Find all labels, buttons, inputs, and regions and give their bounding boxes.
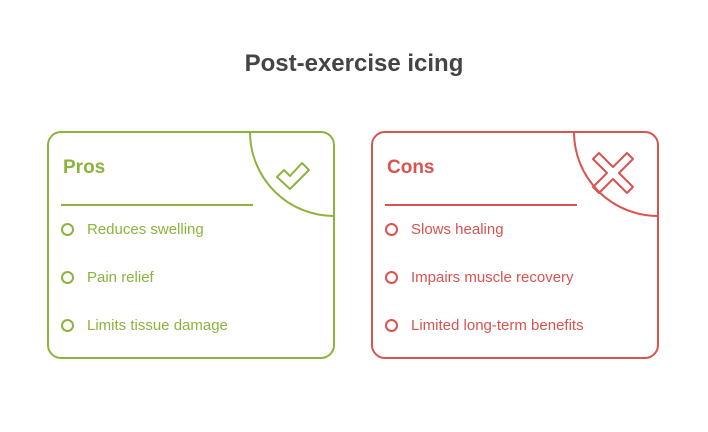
bullet-circle-icon	[385, 270, 398, 284]
cons-item-label: Slows healing	[411, 220, 504, 238]
pros-item-label: Limits tissue damage	[87, 316, 228, 334]
bullet-circle-icon	[61, 318, 74, 332]
cons-heading: Cons	[387, 157, 435, 178]
x-mark-icon	[592, 152, 634, 194]
bullet-circle-icon	[61, 270, 74, 284]
cons-card: Cons Slows healing Impairs muscle recove…	[371, 131, 659, 359]
pros-list-item: Limits tissue damage	[61, 315, 228, 335]
pros-list-item: Reduces swelling	[61, 219, 204, 239]
pros-item-label: Pain relief	[87, 268, 154, 286]
bullet-circle-icon	[385, 318, 398, 332]
pros-heading: Pros	[63, 157, 106, 178]
pros-item-label: Reduces swelling	[87, 220, 204, 238]
pros-card: Pros Reduces swelling Pain relief Limits…	[47, 131, 335, 359]
pros-divider	[61, 204, 253, 206]
bullet-circle-icon	[61, 222, 74, 236]
cons-list-item: Impairs muscle recovery	[385, 267, 574, 287]
cons-list-item: Slows healing	[385, 219, 504, 239]
pros-list-item: Pain relief	[61, 267, 154, 287]
checkmark-icon	[276, 162, 310, 190]
cons-divider	[385, 204, 577, 206]
cons-list-item: Limited long-term benefits	[385, 315, 584, 335]
bullet-circle-icon	[385, 222, 398, 236]
diagram-title: Post-exercise icing	[244, 50, 464, 77]
cons-item-label: Impairs muscle recovery	[411, 268, 574, 286]
cons-item-label: Limited long-term benefits	[411, 316, 584, 334]
